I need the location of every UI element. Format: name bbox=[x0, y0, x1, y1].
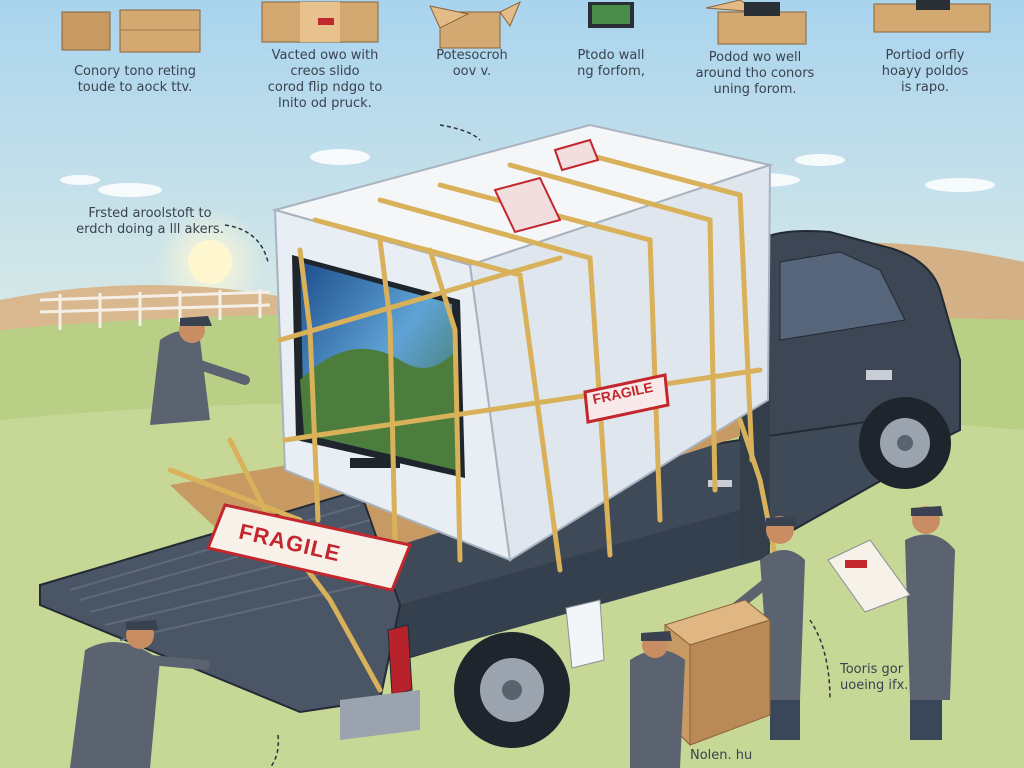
fragile-tailgate-sign bbox=[205, 503, 413, 592]
caption-bottom-note: Nolen. hu bbox=[690, 748, 753, 763]
hanging-document bbox=[565, 599, 605, 669]
step-icon-final-box bbox=[873, 0, 991, 33]
caption-step-2: Vacted owo with creos slido corod flip n… bbox=[267, 48, 383, 111]
fence bbox=[39, 289, 271, 330]
truck-badge bbox=[866, 370, 892, 380]
pointer-arrows bbox=[224, 124, 831, 768]
step-icon-tv bbox=[588, 2, 634, 28]
worker-left-bottom bbox=[70, 620, 210, 768]
fragile-box-top-stamp bbox=[493, 138, 600, 234]
step-icon-open-box bbox=[429, 0, 521, 49]
caption-side-note: Frsted aroolstoft to erdch doing a lll a… bbox=[76, 206, 224, 237]
step-icon-box-tv bbox=[705, 0, 807, 45]
step-icon-boxes bbox=[61, 9, 201, 53]
caption-step-4: Ptodo wall ng forfom, bbox=[577, 48, 645, 79]
caption-step-6: Portiod orfly hoayy poldos is rapo. bbox=[881, 48, 969, 95]
front-wheel bbox=[859, 397, 951, 489]
caption-step-5: Podod wo well around tho conors uning fo… bbox=[695, 50, 815, 97]
clipboard-document bbox=[827, 539, 911, 613]
worker-with-clipboard bbox=[905, 506, 955, 740]
worker-bottom-center bbox=[630, 631, 685, 768]
tv-screen bbox=[292, 255, 465, 478]
worker-left-top bbox=[150, 316, 250, 425]
fragile-box-side-stamp bbox=[583, 373, 670, 424]
step-icon-taped-box bbox=[261, 1, 379, 43]
caption-step-1: Conory tono reting toude to aock ttv. bbox=[73, 64, 197, 95]
rear-wheel bbox=[454, 632, 570, 748]
caption-step-3: Potesocroh oov v. bbox=[436, 48, 508, 79]
caption-right-note: Tooris gor uoeing ifx. bbox=[840, 662, 909, 693]
cargo-straps bbox=[167, 147, 793, 693]
worker-carrying-box bbox=[715, 516, 805, 740]
